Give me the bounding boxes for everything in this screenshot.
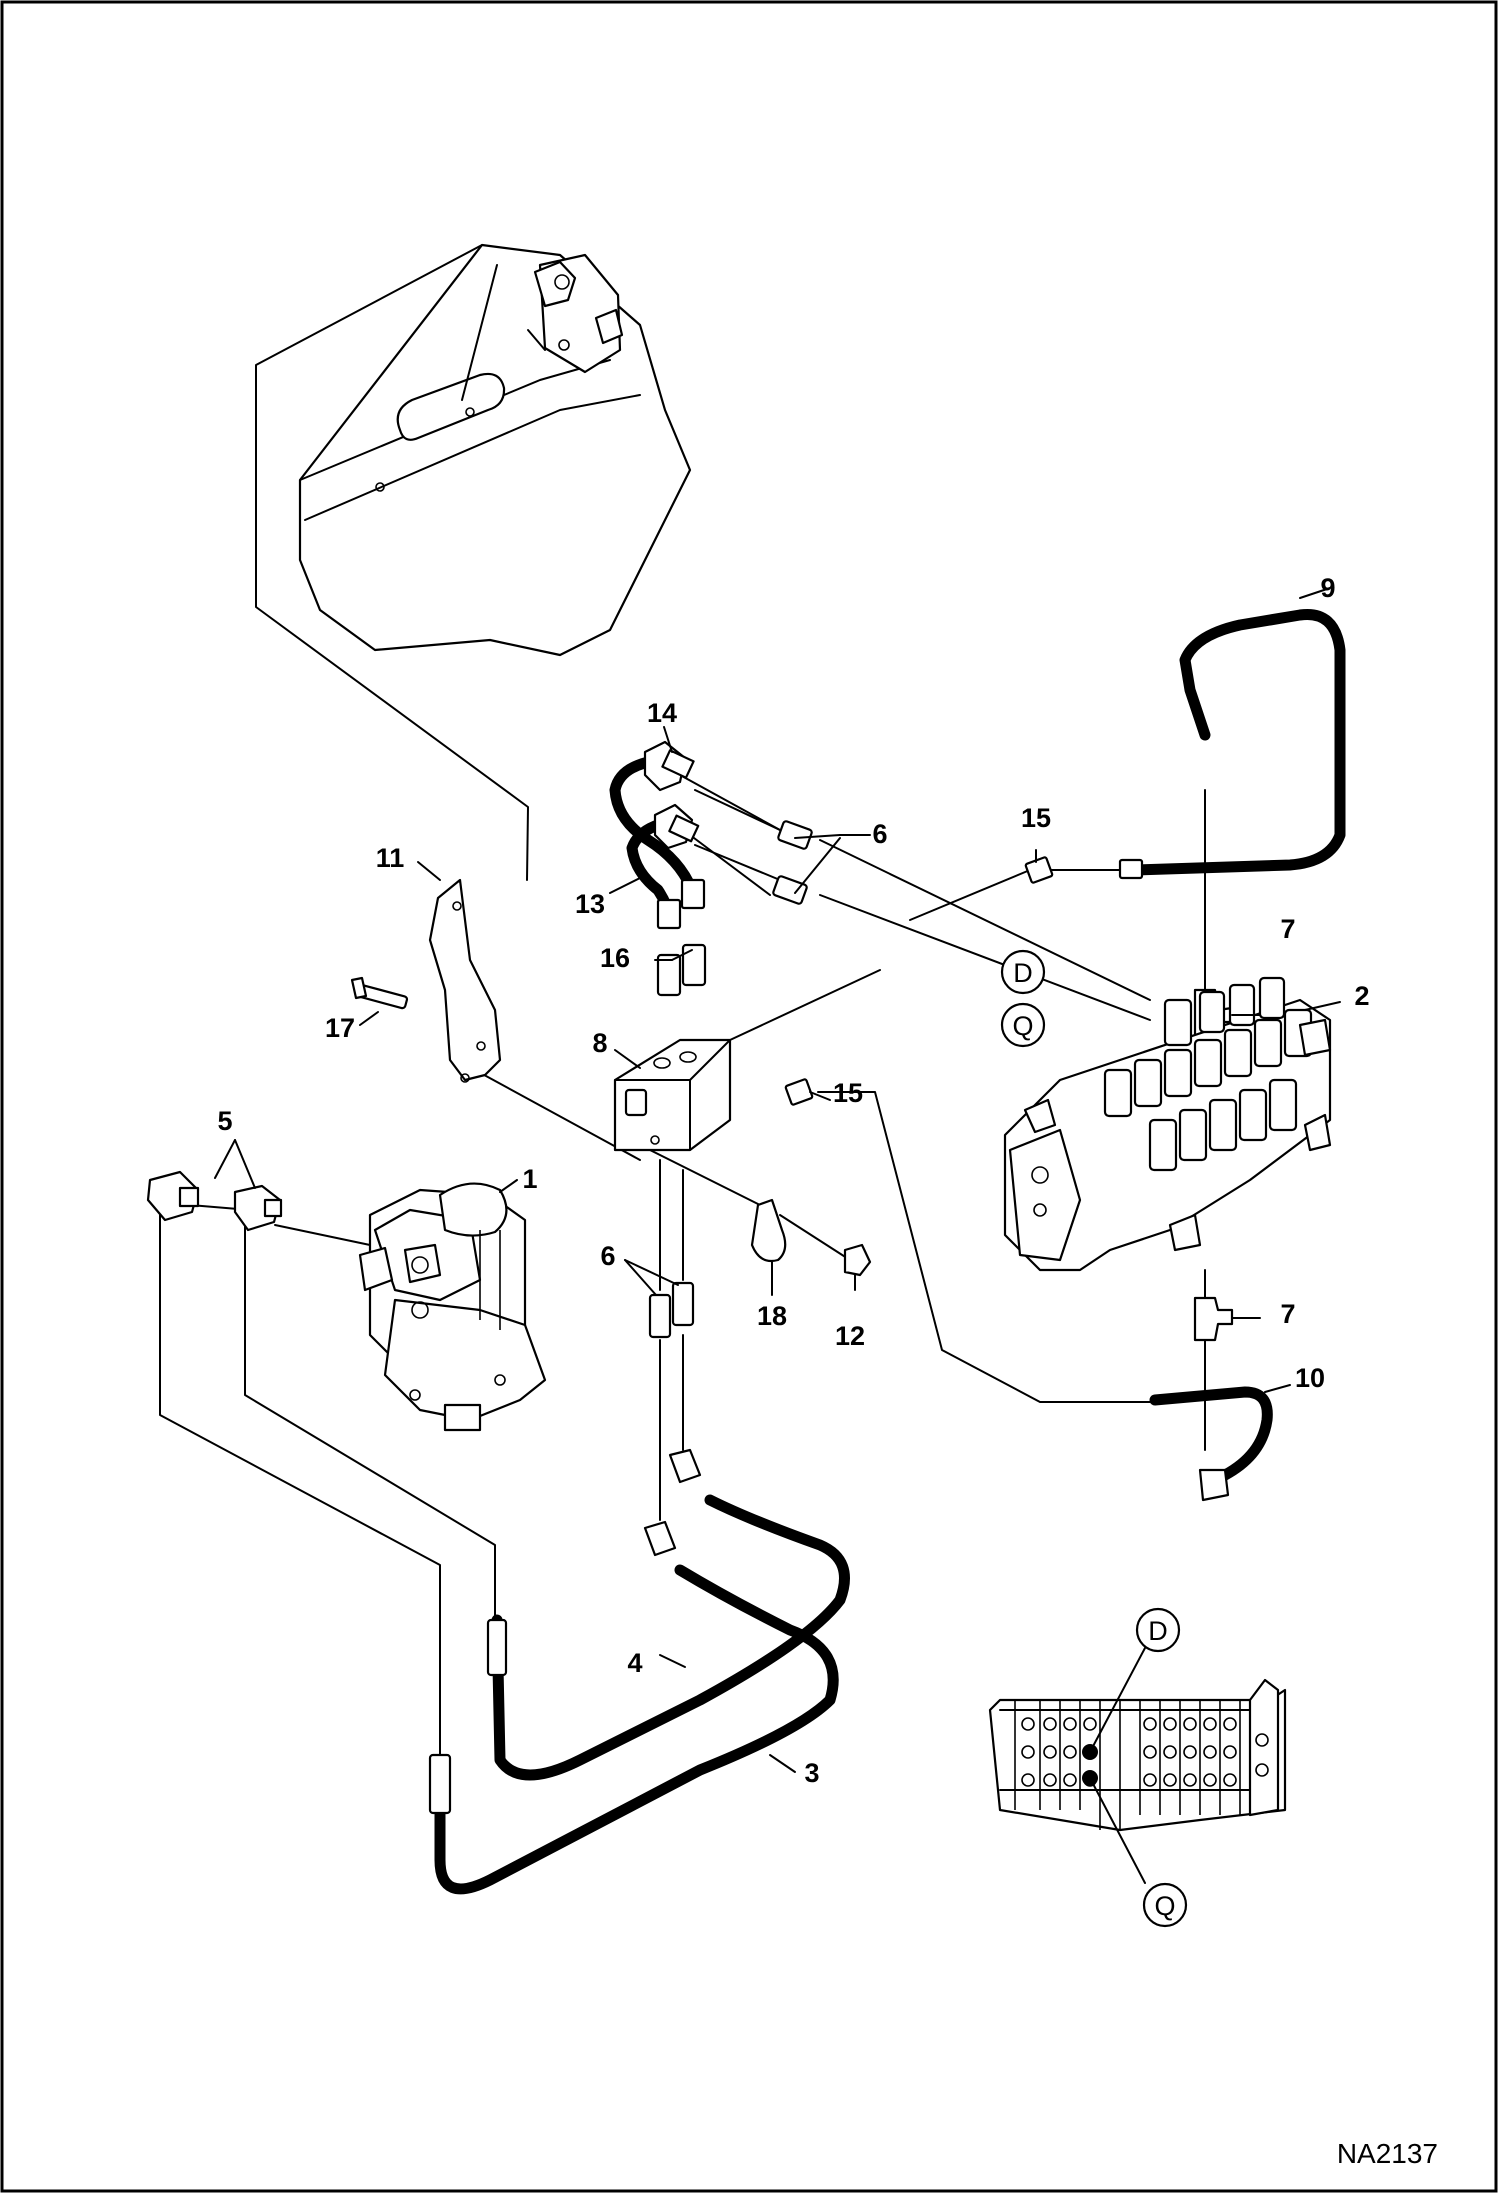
- hose-9: [1129, 608, 1346, 876]
- hose-3: [434, 1564, 839, 1895]
- port-Q: Q: [1012, 1011, 1033, 1041]
- port-D-inset: D: [1148, 1616, 1168, 1646]
- callout-15-bottom: 15: [833, 1078, 863, 1108]
- callout-11: 11: [376, 843, 405, 873]
- callout-13: 13: [575, 889, 605, 919]
- hydraulic-motor: [358, 1182, 547, 1432]
- label-leaders: [214, 587, 1341, 1773]
- port-markers: D Q D Q: [1000, 949, 1188, 1928]
- drawing-code: NA2137: [1337, 2138, 1438, 2169]
- hose-14: [609, 754, 698, 896]
- callout-7-bottom: 7: [1280, 1299, 1295, 1329]
- callout-3: 3: [804, 1758, 819, 1788]
- control-valve: [1003, 976, 1332, 1272]
- fittings: [146, 740, 1234, 1815]
- callout-16: 16: [600, 943, 630, 973]
- callout-15-top: 15: [1021, 803, 1051, 833]
- manifold-block: [613, 1038, 732, 1152]
- callout-5: 5: [217, 1106, 232, 1136]
- callout-9: 9: [1320, 573, 1335, 603]
- callout-6-top: 6: [872, 819, 887, 849]
- callout-2: 2: [1354, 981, 1369, 1011]
- hoses: [434, 608, 1346, 1895]
- callout-4: 4: [627, 1648, 642, 1678]
- callout-labels: 1 2 3 4 5 6 6 7 7 8 9 10 11 12 13 14 15 …: [217, 573, 1369, 1788]
- hose-10: [1149, 1386, 1273, 1488]
- bracket-and-bolt: [350, 878, 502, 1083]
- callout-10: 10: [1295, 1363, 1325, 1393]
- hose-4: [491, 1494, 850, 1781]
- machine-frame-section: [255, 243, 692, 881]
- callout-8: 8: [592, 1028, 607, 1058]
- callout-12: 12: [835, 1321, 865, 1351]
- port-D: D: [1013, 958, 1033, 988]
- inset-valve-view: [988, 1647, 1287, 1884]
- callout-7-top: 7: [1280, 914, 1295, 944]
- callout-14: 14: [647, 698, 677, 728]
- callout-6-bottom: 6: [600, 1241, 615, 1271]
- callout-1: 1: [522, 1164, 537, 1194]
- callout-18: 18: [757, 1301, 787, 1331]
- connection-lines: [159, 774, 1206, 1811]
- callout-17: 17: [325, 1013, 355, 1043]
- port-Q-inset: Q: [1154, 1891, 1175, 1921]
- clamp-and-nut: [750, 1198, 872, 1277]
